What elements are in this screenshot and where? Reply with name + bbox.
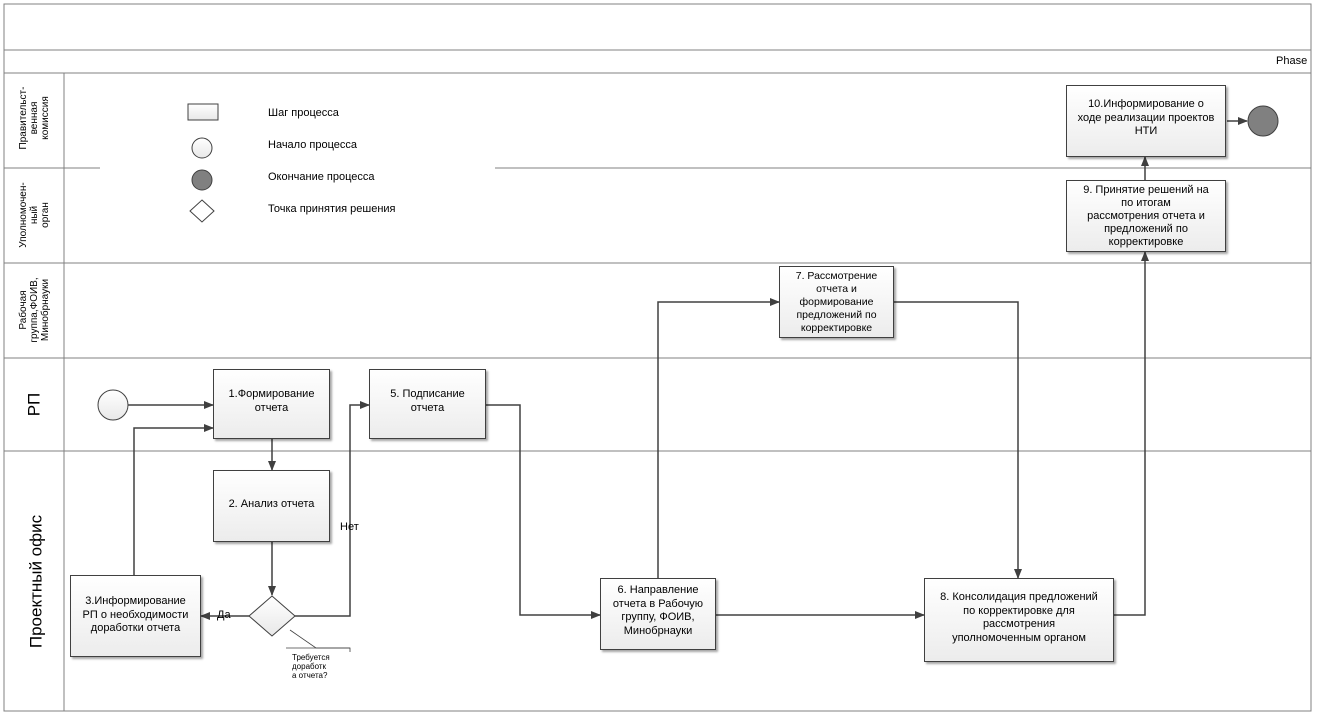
legend-area xyxy=(100,80,495,230)
decision-note-bracket xyxy=(289,629,351,652)
start-event xyxy=(97,389,129,421)
arrow-s6-to-s7 xyxy=(657,298,780,578)
end-event xyxy=(1247,105,1279,137)
step-3-box: 3.Информирование РП о необходимости дора… xyxy=(70,575,201,657)
legend-step-shape xyxy=(187,103,219,121)
legend-start-label: Начало процесса xyxy=(268,139,357,151)
legend-end-shape xyxy=(191,169,213,191)
decision-no-label: Нет xyxy=(340,521,359,533)
arrow-s7-to-s8 xyxy=(894,301,1022,579)
decision-yes-label: Да xyxy=(217,609,231,621)
step-8-box: 8. Консолидация предложений по корректир… xyxy=(924,578,1114,662)
legend-start-shape xyxy=(191,137,213,159)
lane-label-gov: Правительст- венная комиссия xyxy=(18,86,51,150)
legend-decision-label: Точка принятия решения xyxy=(268,203,396,215)
lane-label-po: Проектный офис xyxy=(26,514,46,649)
lane-label-auth: Уполномочен- ный орган xyxy=(18,182,51,248)
legend-decision-shape xyxy=(189,199,215,223)
legend-step-label: Шаг процесса xyxy=(268,107,339,119)
step-10-box: 10.Информирование о ходе реализации прое… xyxy=(1066,85,1226,157)
decision-question-note: Требуется доработк а отчета? xyxy=(292,653,330,680)
step-9-box: 9. Принятие решений на по итогам рассмот… xyxy=(1066,180,1226,252)
step-1-box: 1.Формирование отчета xyxy=(213,369,330,439)
phase-label: Phase xyxy=(1276,55,1308,67)
lane-label-rp: РП xyxy=(24,392,44,417)
arrow-decision-to-s5 xyxy=(295,401,370,617)
arrow-s8-to-s9 xyxy=(1114,251,1149,616)
step-7-box: 7. Рассмотрение отчета и формирование пр… xyxy=(779,266,894,338)
step-2-box: 2. Анализ отчета xyxy=(213,470,330,542)
step-6-box: 6. Направление отчета в Рабочую группу, … xyxy=(600,578,716,650)
arrow-s5-to-s6 xyxy=(486,404,601,619)
legend-end-label: Окончание процесса xyxy=(268,171,375,183)
lane-label-wg: Рабочая группа,ФОИВ, Минобрнауки xyxy=(18,277,51,343)
step-5-box: 5. Подписание отчета xyxy=(369,369,486,439)
arrow-s3-to-s1 xyxy=(133,424,214,575)
decision-diamond xyxy=(248,595,296,637)
